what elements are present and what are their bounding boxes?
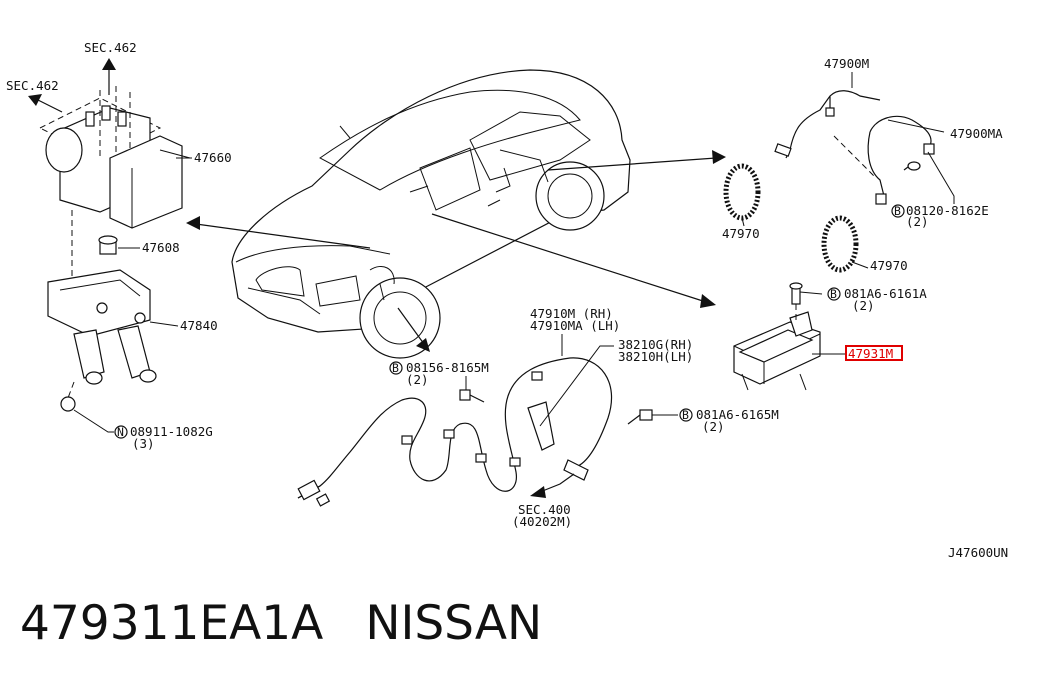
label-08156-qty: (2) <box>406 372 429 387</box>
label-47840: 47840 <box>180 318 218 333</box>
label-081A6-6161: 081A6-6161A <box>844 286 927 301</box>
label-47608: 47608 <box>142 240 180 255</box>
label-081A6-6161-qty: (2) <box>852 298 875 313</box>
marker-b-08120: B <box>891 204 905 218</box>
label-47970-b: 47970 <box>870 258 908 273</box>
nut-08911-illustration <box>60 381 114 433</box>
sec462-left-arrow <box>28 94 63 113</box>
label-47660: 47660 <box>194 150 232 165</box>
svg-text:B: B <box>392 361 399 375</box>
label-08911: 08911-1082G <box>130 424 213 439</box>
sec462-top-arrow <box>102 58 116 95</box>
label-47900MA: 47900MA <box>950 126 1003 141</box>
marker-n: N <box>114 425 128 439</box>
svg-text:B: B <box>830 287 837 301</box>
label-081A6-6165-qty: (2) <box>702 419 725 434</box>
tone-ring-47970-rear-upper <box>723 163 761 227</box>
svg-text:B: B <box>682 408 689 422</box>
bracket-47840-illustration <box>47 269 179 385</box>
label-08120-qty: (2) <box>906 214 929 229</box>
label-08156: 08156-8165M <box>406 360 489 375</box>
label-47970-a: 47970 <box>722 226 760 241</box>
part-caption: 479311EA1A NISSAN <box>20 596 584 651</box>
marker-b-08156: B <box>389 361 403 375</box>
highlight-box-47931M <box>845 345 903 361</box>
label-38210G: 38210G(RH) <box>618 337 693 352</box>
label-081A6-6165: 081A6-6165M <box>696 407 779 422</box>
part-number: 479311EA1A <box>20 596 324 651</box>
yaw-sensor-47931M-illustration <box>733 282 821 391</box>
label-08911-qty: (3) <box>132 436 155 451</box>
svg-text:B: B <box>894 204 901 218</box>
grommet-47608-illustration <box>98 235 140 255</box>
label-08120: 08120-8162E <box>906 203 989 218</box>
label-38210H: 38210H(LH) <box>618 349 693 364</box>
diagram-code: J47600UN <box>948 545 1008 560</box>
label-sec462-top: SEC.462 <box>84 40 137 55</box>
tone-ring-47970-rear-lower <box>821 215 869 273</box>
label-47900M: 47900M <box>824 56 869 71</box>
leader-081A6-6161 <box>799 291 823 295</box>
label-47910MA: 47910MA (LH) <box>530 318 620 333</box>
leader-38210 <box>539 345 614 427</box>
brand-name: NISSAN <box>365 596 543 651</box>
label-sec400: SEC.400 <box>518 502 571 517</box>
marker-b-081A6-6165: B <box>679 408 693 422</box>
pointer-arrows <box>186 150 726 352</box>
abs-actuator-illustration <box>38 86 191 229</box>
marker-b-081A6-6161: B <box>827 287 841 301</box>
bolt-081A6-6165M-illustration <box>627 409 678 425</box>
label-47931M: 47931M <box>848 346 893 361</box>
label-47910M: 47910M (RH) <box>530 306 613 321</box>
front-sensor-harness-illustration <box>297 357 613 507</box>
label-sec400-sub: (40202M) <box>512 514 572 529</box>
rear-sensor-harness-illustration <box>774 90 955 205</box>
label-sec462-left: SEC.462 <box>6 78 59 93</box>
svg-text:N: N <box>117 425 124 439</box>
